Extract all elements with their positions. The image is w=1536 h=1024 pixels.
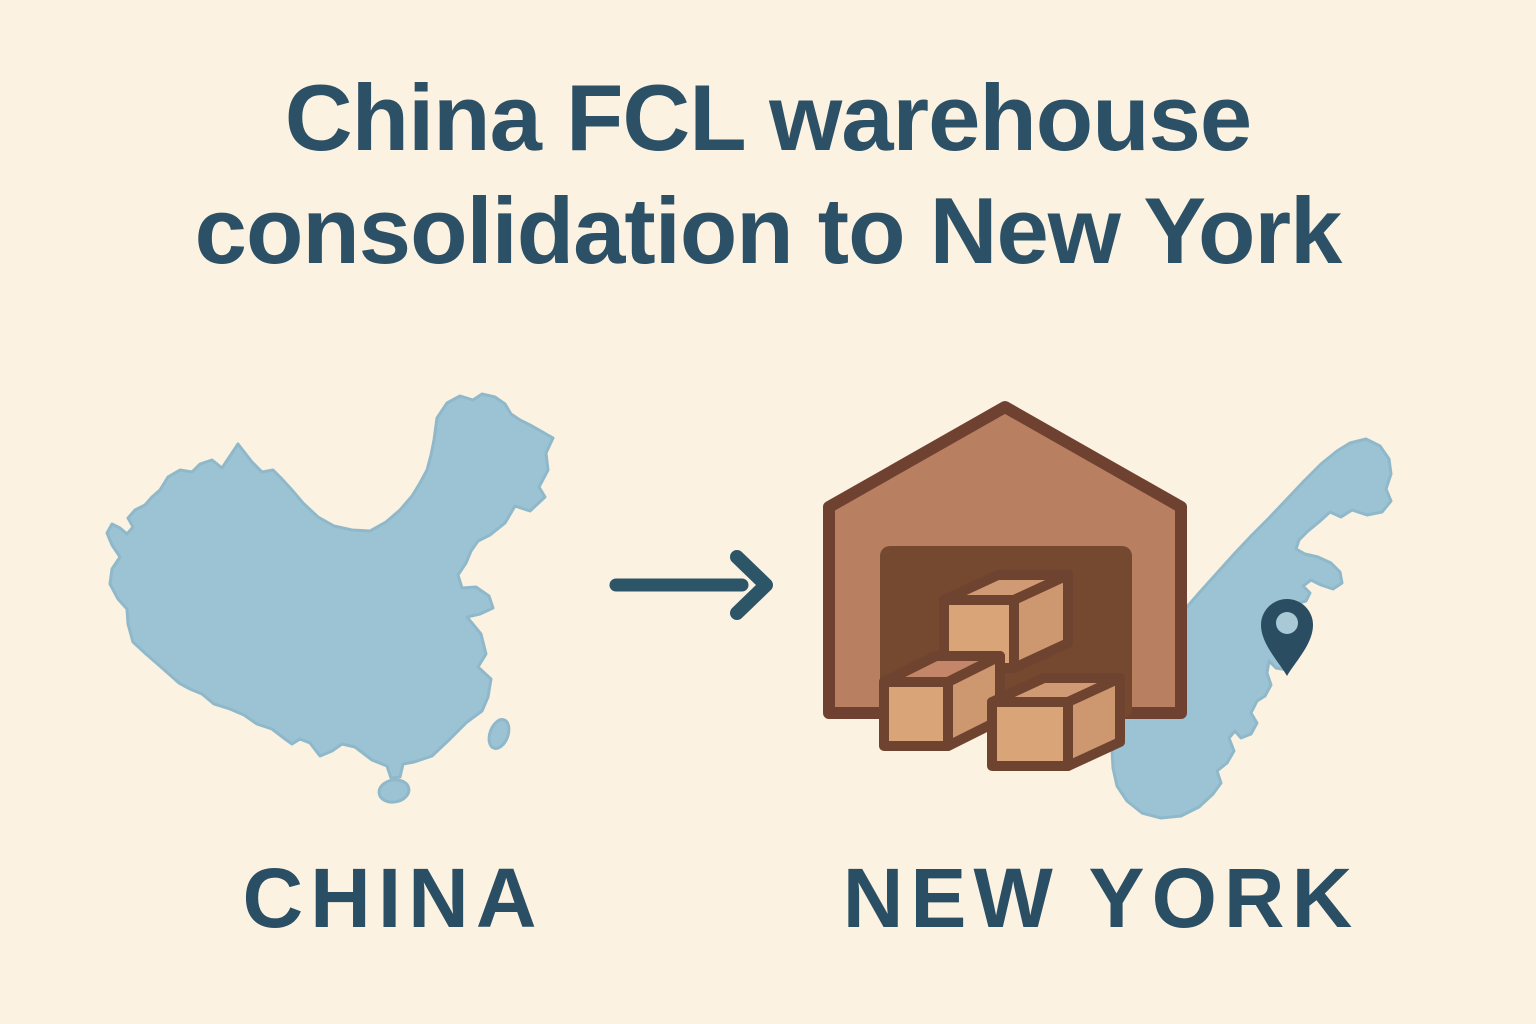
hainan-island-shape (377, 778, 411, 804)
cargo-box (987, 673, 1125, 771)
origin-label: CHINA (242, 851, 544, 945)
taiwan-island-shape (487, 718, 511, 750)
page-title-line1: China FCL warehouse (284, 65, 1252, 170)
china-map-icon (105, 392, 555, 804)
pin-body (1261, 599, 1313, 676)
location-pin-icon (1261, 599, 1313, 676)
destination-label: NEW YORK (842, 851, 1360, 945)
warehouse-with-boxes-icon (823, 401, 1187, 771)
arrow-right-icon (609, 550, 773, 620)
page-title-line2: consolidation to New York (194, 177, 1343, 283)
arrow-head (730, 550, 773, 620)
pin-hole (1276, 612, 1298, 634)
page-title: China FCL warehouse consolidation to New… (0, 62, 1536, 288)
china-mainland-shape (105, 392, 555, 780)
cargo-box (879, 651, 1005, 751)
